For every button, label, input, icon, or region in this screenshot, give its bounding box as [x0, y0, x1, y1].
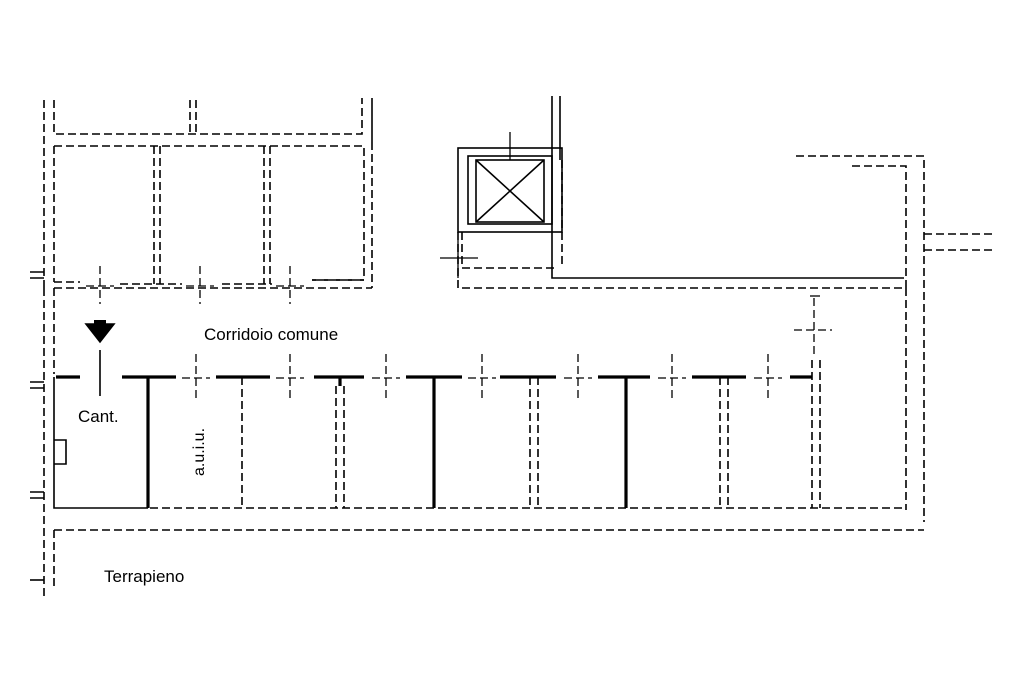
corridor-label: Corridoio comune: [204, 325, 338, 344]
other-unit-label: a.u.i.u.: [191, 428, 208, 476]
elevator-shaft-icon: [475, 132, 545, 223]
corridor: [30, 288, 832, 600]
elevator-core: [440, 96, 906, 289]
entrance-arrow-icon: [84, 320, 116, 344]
lower-cellars: [30, 350, 924, 586]
embankment-label: Terrapieno: [104, 567, 184, 586]
right-wing: [796, 155, 994, 522]
door-crosses-upper: [86, 266, 304, 304]
cellar-label: Cant.: [78, 407, 119, 426]
upper-rooms-block: [30, 98, 373, 289]
